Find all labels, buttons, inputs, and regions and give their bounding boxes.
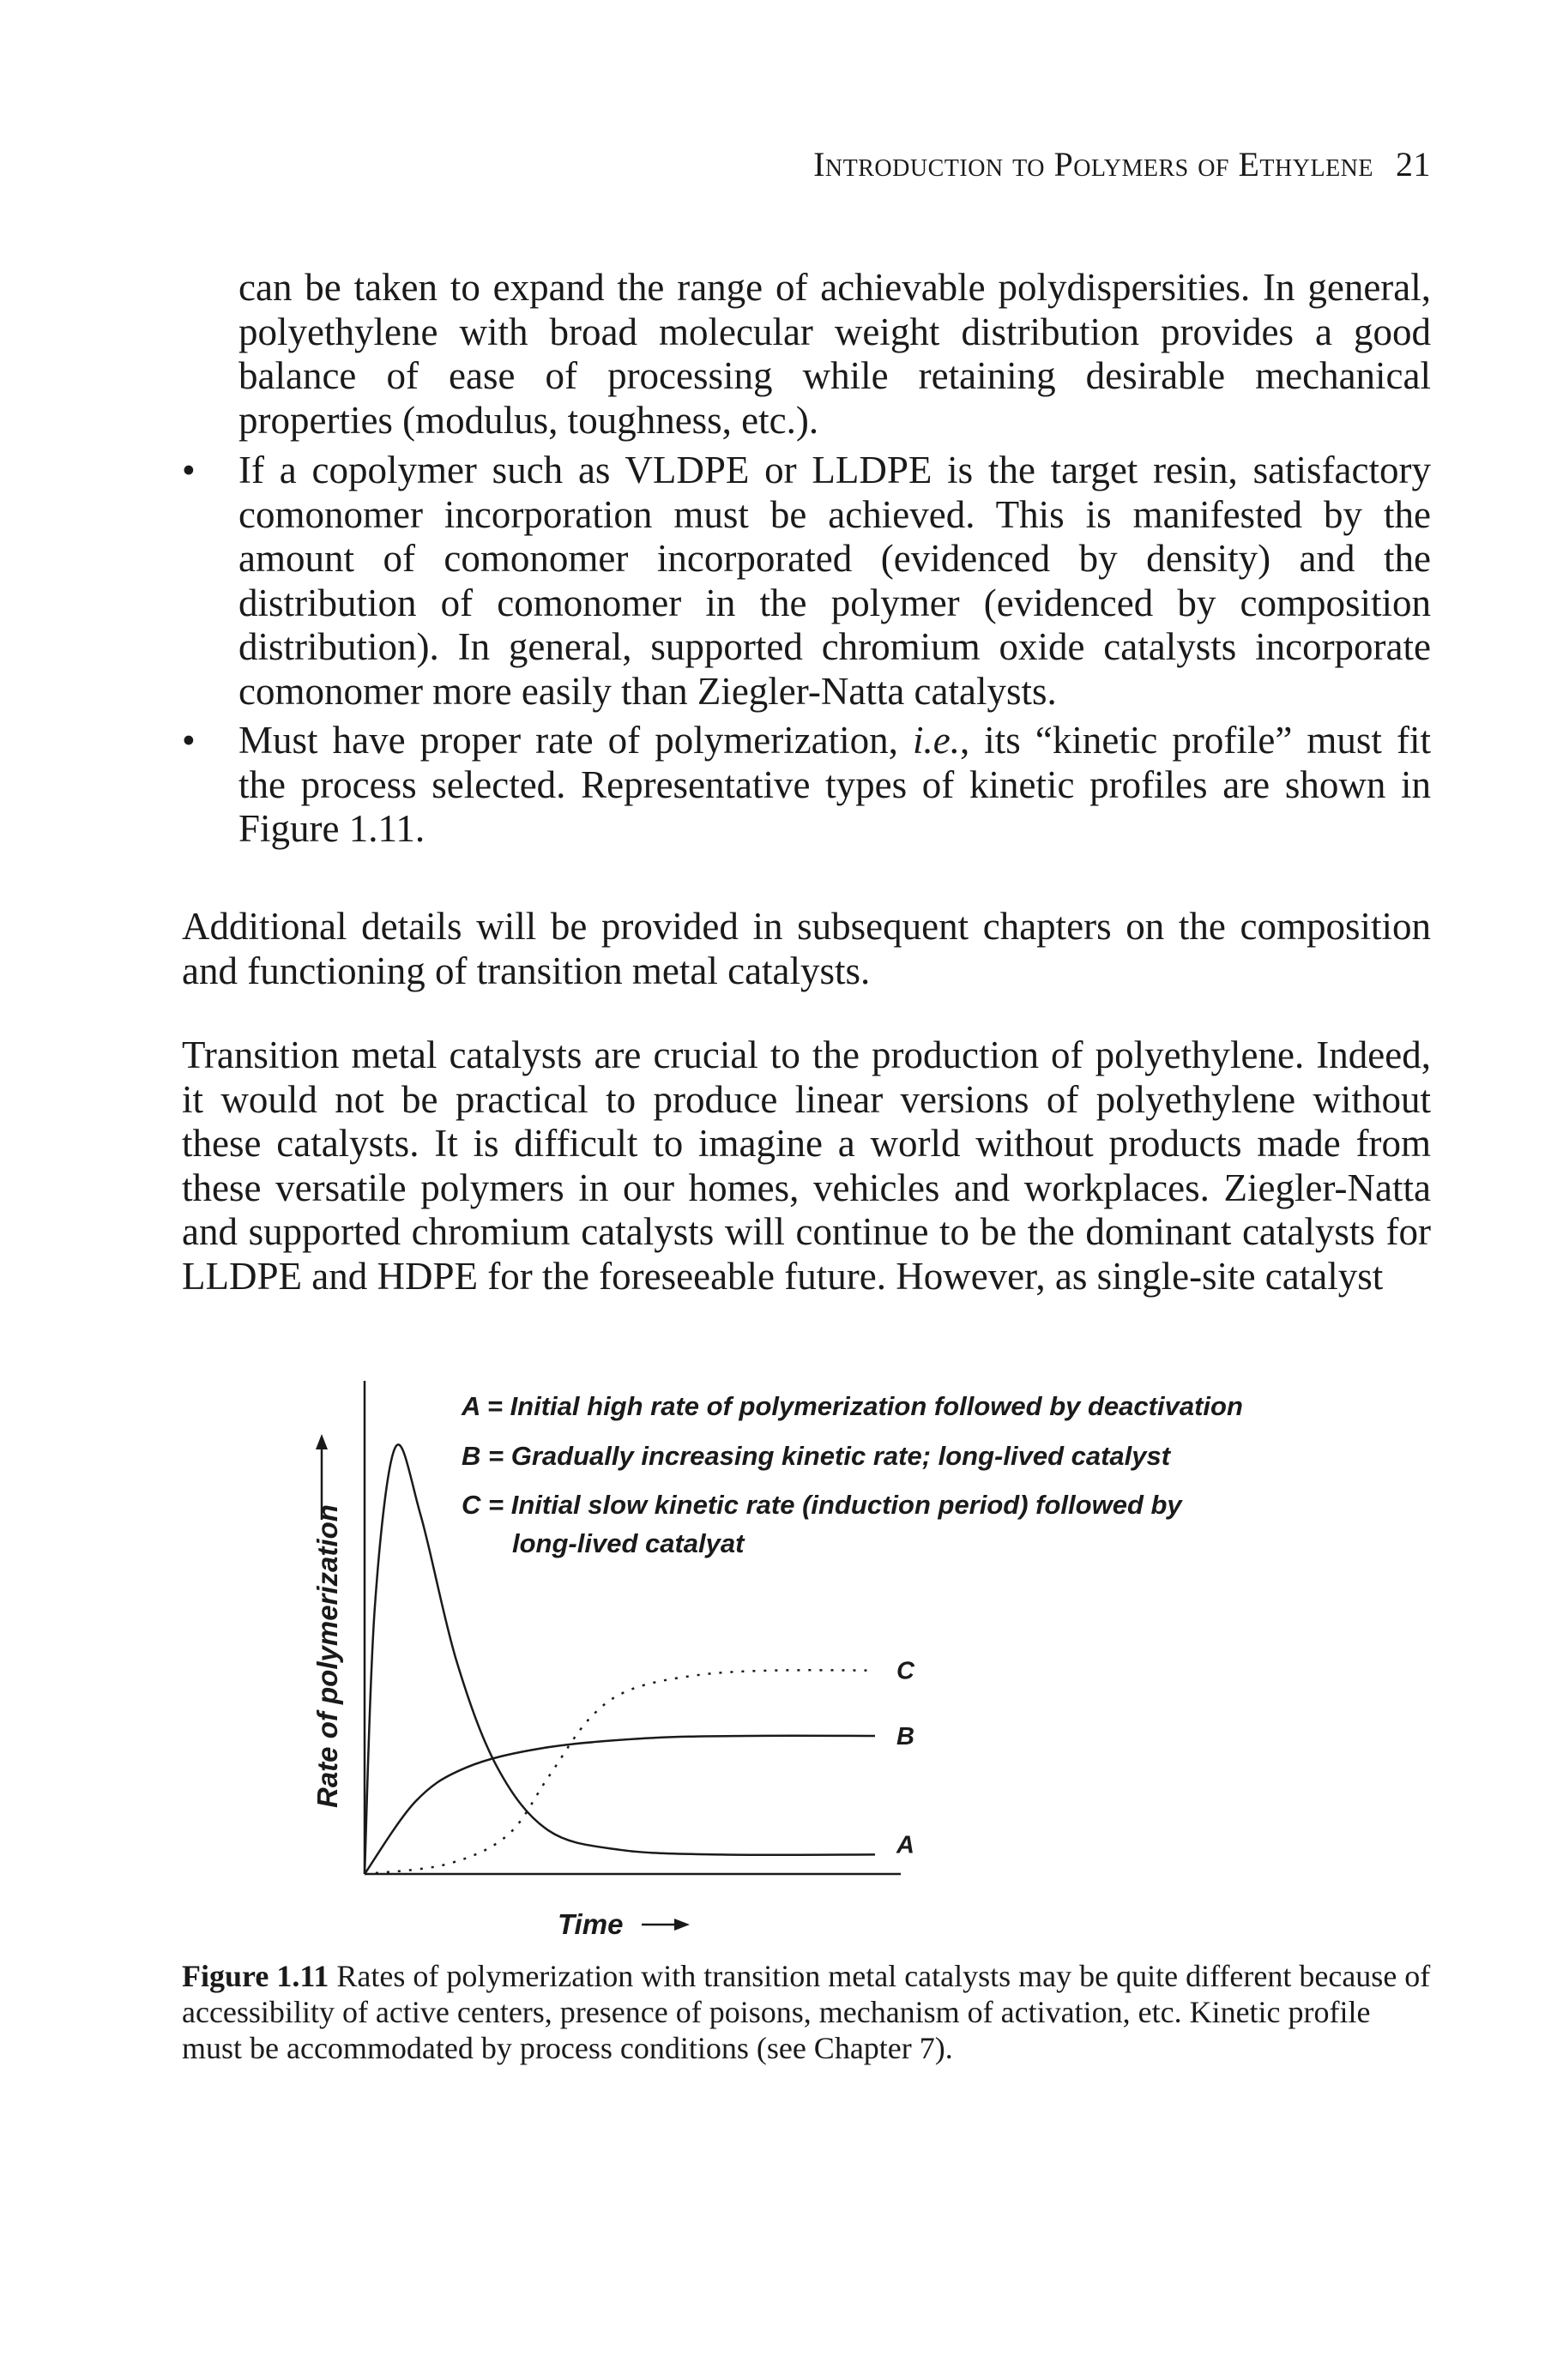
legend-entry-c: C = Initial slow kinetic rate (induction… [462,1490,1183,1520]
bullet-text-after: , its “kinetic profile” must fit the pro… [238,719,1431,850]
paragraph-transition: Transition metal catalysts are crucial t… [182,1033,1431,1298]
legend-entry-a: A = Initial high rate of polymerization … [461,1391,1243,1421]
bullet-text-italic: i.e. [912,719,960,762]
running-head: Introduction to Polymers of Ethylene 21 [0,144,1431,184]
paragraph-additional: Additional details will be provided in s… [182,905,1431,992]
paragraph-continued: can be taken to expand the range of achi… [238,266,1431,442]
y-axis-label: Rate of polymerization [311,1504,343,1808]
bullet-text-before: Must have proper rate of polymerization, [238,719,913,762]
y-axis-arrow-icon [316,1434,328,1449]
series-c-line [364,1669,876,1876]
series-b-label: B [896,1723,914,1750]
bullet-dot-icon: • [182,719,196,762]
series-a-label: A [896,1831,914,1859]
x-axis-label: Time [558,1908,623,1940]
x-axis-arrow-icon [674,1919,690,1931]
legend-entry-b: B = Gradually increasing kinetic rate; l… [462,1441,1172,1471]
bullet-item-copolymer: • If a copolymer such as VLDPE or LLDPE … [182,449,1431,714]
bullet-dot-icon: • [182,449,196,491]
figure-caption: Figure 1.11 Rates of polymerization with… [182,1958,1431,2066]
bullet-text: Must have proper rate of polymerization,… [238,719,1431,852]
series-a-line [363,1443,876,1875]
series-c-label: C [896,1658,915,1685]
page-number: 21 [1396,145,1431,184]
series-layer [363,1443,876,1876]
bullet-item-rate: • Must have proper rate of polymerizatio… [182,719,1431,852]
caption-text: Rates of polymerization with transition … [182,1959,1431,2065]
running-head-title: Introduction to Polymers of Ethylene [813,145,1373,184]
legend-entry-c-cont: long-lived catalyat [512,1528,745,1558]
caption-label: Figure 1.11 [182,1959,329,1993]
bullet-text: If a copolymer such as VLDPE or LLDPE is… [238,449,1431,713]
series-b-line [363,1734,876,1875]
curve-label-layer: A B C [896,1658,915,1859]
